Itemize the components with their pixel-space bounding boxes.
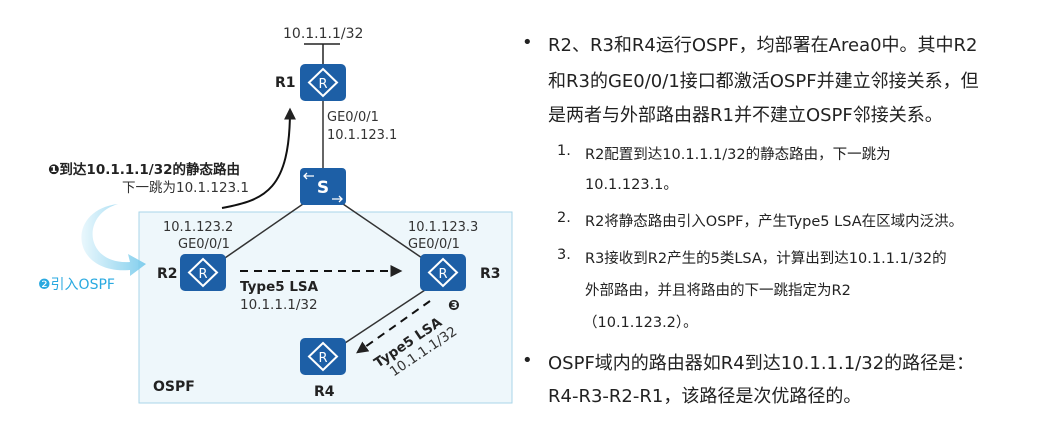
step2-label: ❷引入OSPF	[38, 277, 115, 293]
link-switch-r2	[221, 203, 304, 261]
step-number: 2.	[557, 210, 571, 226]
step-number: 1.	[557, 143, 571, 159]
bullet2-line: R4-R3-R2-R1，该路径是次优路径的。	[548, 386, 862, 407]
step-line: R2将静态路由引入OSPF，产生Type5 LSA在区域内泛洪。	[585, 214, 964, 230]
r2-ip: 10.1.123.2	[163, 220, 233, 235]
r1-label: R1	[275, 75, 296, 91]
switch-icon: S	[317, 178, 329, 198]
step-number: 3.	[557, 247, 571, 263]
step1-next-hop: 下一跳为10.1.123.1	[122, 180, 249, 196]
lsa-type-label: Type5 LSA	[240, 279, 319, 295]
static-route-arrow	[221, 107, 296, 209]
router-r3[interactable]: R	[420, 254, 466, 291]
import-arrow	[81, 204, 146, 276]
step-line: R3接收到R2产生的5类LSA，计算出到达10.1.1.1/32的	[585, 251, 947, 267]
bullet-marker: •	[522, 32, 533, 53]
r3-ip: 10.1.123.3	[408, 220, 478, 235]
router-icon: R	[318, 351, 327, 366]
prefix-label: 10.1.1.1/32	[283, 26, 363, 42]
router-icon: R	[318, 77, 327, 92]
link-r3-r4	[344, 289, 426, 344]
bullet1-line: 和R3的GE0/0/1接口都激活OSPF并建立邻接关系，但	[548, 71, 979, 92]
link-switch-r3	[342, 203, 426, 261]
router-r2[interactable]: R	[180, 254, 226, 291]
step-line: R2配置到达10.1.1.1/32的静态路由，下一跳为	[585, 147, 891, 163]
area-label: OSPF	[153, 379, 195, 395]
ospf-topology-diagram: 10.1.1.1/32 R S R R R R1 R2 R3 R4 GE0/0/…	[38, 26, 513, 404]
step-line: （10.1.123.2）。	[583, 315, 698, 331]
r4-label: R4	[314, 384, 335, 400]
r1-ip: 10.1.123.1	[327, 128, 397, 143]
router-icon: R	[438, 267, 447, 282]
step-line: 外部路由，并且将路由的下一跳指定为R2	[585, 283, 851, 299]
r2-label: R2	[157, 266, 178, 282]
r3-interface: GE0/0/1	[408, 237, 460, 252]
switch-s[interactable]: S	[300, 168, 346, 205]
bullet1-line: R2、R3和R4运行OSPF，均部署在Area0中。其中R2	[548, 35, 978, 56]
router-r1[interactable]: R	[300, 64, 346, 101]
router-r4[interactable]: R	[300, 338, 346, 375]
r3-label: R3	[480, 266, 501, 282]
step-line: 10.1.123.1。	[585, 177, 678, 193]
bullet1-line: 是两者与外部路由器R1并不建立OSPF邻接关系。	[548, 105, 943, 126]
bullet-marker: •	[522, 350, 533, 371]
r1-interface: GE0/0/1	[327, 110, 379, 125]
step1-title: ❶到达10.1.1.1/32的静态路由	[48, 161, 240, 178]
bullet2-line: OSPF域内的路由器如R4到达10.1.1.1/32的路径是：	[548, 353, 975, 374]
lsa-flood-r3-r4	[356, 300, 431, 354]
step3-marker: ❸	[448, 298, 460, 314]
router-icon: R	[198, 267, 207, 282]
r2-interface: GE0/0/1	[178, 237, 230, 252]
lsa-prefix-label: 10.1.1.1/32	[240, 297, 318, 313]
